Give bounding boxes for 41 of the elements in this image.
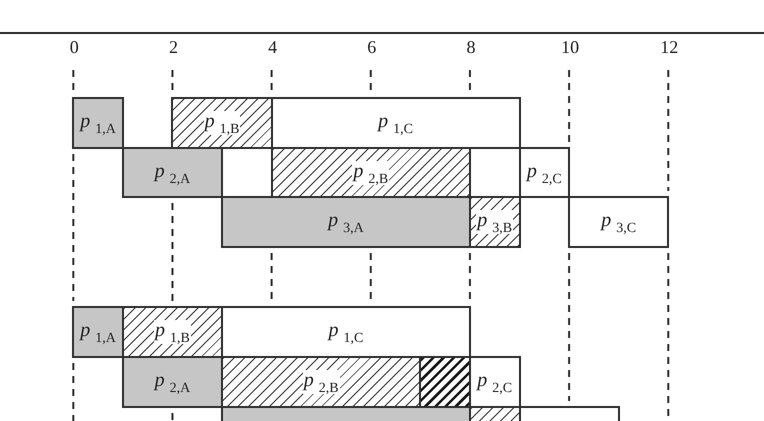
tick-label: 6: [367, 36, 376, 58]
gantt-bar: [270, 97, 520, 149]
tick-label: 2: [168, 36, 178, 58]
bar-label: p$_{1,C}$: [377, 111, 414, 135]
gantt-bar: [72, 306, 124, 358]
gantt-bar: [468, 406, 521, 421]
gantt-bar: [122, 147, 224, 198]
bar-label: p$_{1,C}$: [328, 320, 364, 344]
gantt-bar: [221, 196, 471, 248]
bar-label: p$_{2,A}$: [154, 370, 192, 394]
gantt-bar: [568, 196, 670, 248]
bar-label: p$_{2,B}$: [352, 160, 390, 184]
bar-label: p$_{1,B}$: [204, 111, 240, 135]
gantt-bar: [221, 306, 471, 358]
bar-label: p$_{2,A}$: [154, 160, 192, 184]
gantt-bar: [468, 356, 521, 408]
tick-label: 10: [561, 36, 580, 58]
tick-label: 0: [70, 36, 79, 58]
bar-label: p$_{3,C}$: [600, 210, 638, 234]
gantt-bar: [419, 356, 471, 408]
tick-label: 4: [268, 36, 278, 58]
bar-label: p$_{3,B}$: [476, 210, 514, 234]
gantt-bar: [468, 196, 521, 248]
bar-label: p$_{2,C}$: [476, 370, 514, 394]
gantt-bar: [221, 356, 422, 408]
bar-label: p$_{1,B}$: [154, 320, 191, 344]
gantt-bar: [122, 306, 224, 358]
bar-label: p$_{2,C}$: [526, 160, 563, 184]
gantt-bar: [171, 97, 273, 149]
gantt-bar: [518, 147, 570, 198]
bar-label: p$_{2,B}$: [302, 370, 340, 394]
bar-label: p$_{1,A}$: [79, 320, 117, 344]
gantt-bar: [270, 147, 471, 198]
bar-label: p$_{3,A}$: [327, 210, 365, 234]
bar-label: p$_{1,A}$: [79, 111, 117, 135]
tick-label: 8: [466, 36, 476, 58]
tick-label: 12: [660, 36, 678, 58]
gantt-bar: [122, 356, 224, 408]
gantt-bar: [72, 97, 124, 149]
gantt-bar: [518, 406, 620, 421]
gantt-bar: [221, 406, 471, 421]
